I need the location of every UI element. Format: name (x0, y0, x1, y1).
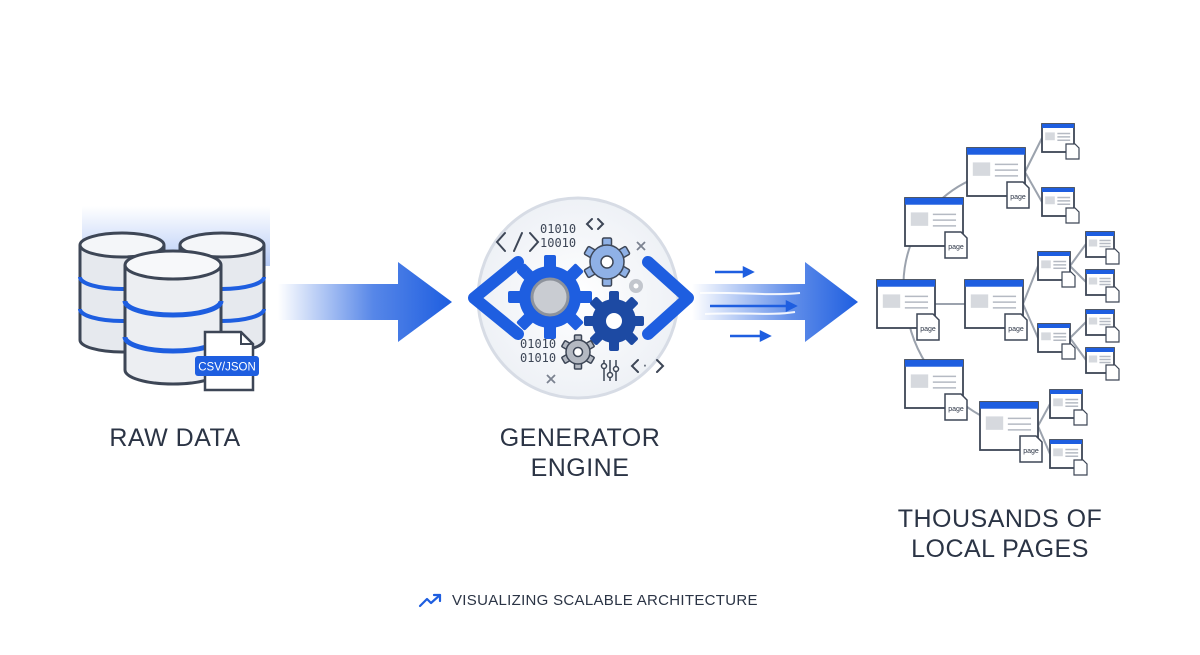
gear-large (508, 255, 592, 339)
stage-label-line: THOUSANDS OF (897, 505, 1103, 533)
stage-label-line: RAW DATA (109, 424, 241, 452)
web-page-icon (1085, 309, 1120, 343)
web-page-icon (1085, 347, 1120, 381)
stage-label-line: GENERATOR (499, 424, 661, 452)
gears-icon: · 01010 10010 01010 01010 (468, 196, 694, 400)
svg-text:·: · (641, 359, 648, 373)
page-tag-label: page (1010, 194, 1026, 201)
web-page-icon: page (964, 279, 1028, 341)
page-tag-label: page (1008, 326, 1024, 333)
web-page-icon (1049, 389, 1088, 426)
code-bracket-right (642, 256, 694, 340)
code-bracket-left (468, 256, 524, 340)
gear-light (583, 237, 631, 287)
trending-up-icon (418, 593, 442, 608)
web-page-icon (1049, 439, 1088, 476)
web-page-icon: page (904, 197, 968, 259)
stage-label-line: LOCAL PAGES (911, 534, 1089, 563)
stage-label-line: ENGINE (530, 453, 630, 482)
web-page-icon (1037, 251, 1076, 288)
page-tag-label: page (948, 406, 964, 413)
database-stack-icon: CSV/JSON (78, 206, 270, 392)
file-format-label: CSV/JSON (198, 362, 256, 374)
gear-dark (584, 291, 644, 351)
gear-small-grey (561, 334, 595, 370)
binary-top-1: 01010 (540, 222, 576, 236)
page-tag-label: page (948, 244, 964, 251)
web-page-icon (1085, 231, 1120, 265)
code-brackets-icon (495, 218, 665, 373)
footer-text: VISUALIZING SCALABLE ARCHITECTURE (452, 591, 758, 609)
page-tag-label: page (1023, 448, 1039, 455)
binary-top-2: 10010 (540, 236, 576, 250)
web-page-icon: page (904, 359, 968, 421)
flow-arrow-2 (692, 262, 858, 343)
web-page-icon (1037, 323, 1076, 360)
stage-label-generator: GENERATOR ENGINE (460, 424, 700, 483)
sliders-icon (600, 360, 620, 381)
web-page-icon (1085, 269, 1120, 303)
database-front (122, 249, 224, 386)
pages-layer: page page page page page page (876, 123, 1120, 476)
page-tag-label: page (920, 326, 936, 333)
footer-caption: VISUALIZING SCALABLE ARCHITECTURE (418, 589, 758, 611)
web-page-icon: page (966, 147, 1030, 209)
gear-tiny (629, 279, 643, 293)
web-page-icon (1041, 123, 1080, 160)
binary-bottom-1: 01010 (520, 337, 556, 351)
pages-network: page page page page page page (876, 123, 1120, 476)
web-page-icon (1041, 187, 1080, 224)
web-page-icon: page (876, 279, 940, 341)
flow-arrow-1 (278, 262, 452, 342)
stage-label-pages: THOUSANDS OF LOCAL PAGES (870, 505, 1130, 564)
binary-bottom-2: 01010 (520, 351, 556, 365)
file-icon: CSV/JSON (195, 330, 259, 392)
stage-label-raw-data: RAW DATA (80, 424, 270, 454)
web-page-icon: page (979, 401, 1043, 463)
